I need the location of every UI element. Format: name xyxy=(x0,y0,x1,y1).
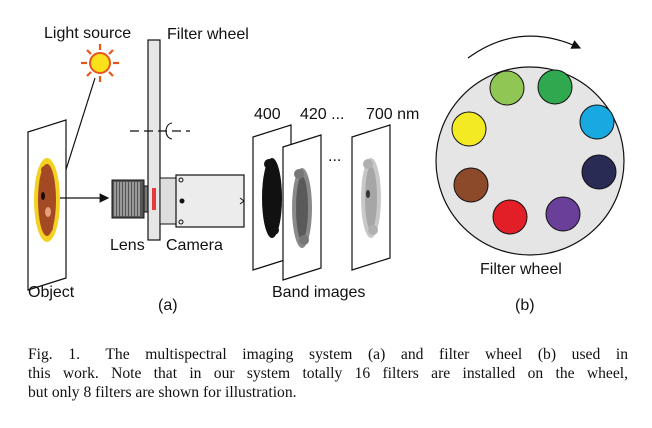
figure-caption: Fig. 1. The multispectral imaging system… xyxy=(28,345,628,402)
filter-slot-1 xyxy=(489,70,525,106)
filter-slot-5 xyxy=(545,196,581,232)
band-image-400 xyxy=(252,124,292,271)
caption-text-1: The multispectral imaging system (a) and… xyxy=(105,346,628,363)
caption-fig-number: Fig. 1. xyxy=(28,346,81,363)
panel-b-label: (b) xyxy=(515,297,535,314)
filter-slot-7 xyxy=(453,167,489,203)
light-source-label: Light source xyxy=(44,25,132,42)
sun-icon xyxy=(81,44,119,82)
caption-line-2: this work. Note that in our system total… xyxy=(28,365,628,382)
filter-slot-8 xyxy=(451,111,487,147)
bear-object-image xyxy=(34,158,60,242)
band-image-700 xyxy=(351,124,391,271)
object-label: Object xyxy=(28,284,75,301)
camera-icon xyxy=(159,174,245,228)
figure-drawing xyxy=(27,35,625,291)
caption-line-1: Fig. 1. The multispectral imaging system… xyxy=(28,345,628,364)
filter-wheel-top-label: Filter wheel xyxy=(167,26,249,43)
filter-slot-4 xyxy=(581,154,617,190)
lens-icon xyxy=(111,179,150,219)
band-700-label: 700 nm xyxy=(366,106,420,123)
camera-label: Camera xyxy=(166,237,223,254)
panel-a-label: (a) xyxy=(158,297,178,314)
band-dots-label: ... xyxy=(328,148,342,165)
rotation-direction-arrow xyxy=(467,35,582,59)
object-card xyxy=(27,119,67,291)
filter-slot-3 xyxy=(579,104,615,140)
lens-label: Lens xyxy=(110,237,145,254)
band-420-label: 420 ... xyxy=(300,106,345,123)
band-images-label: Band images xyxy=(272,284,366,301)
band-400-label: 400 xyxy=(254,106,281,123)
filter-wheel-b-label: Filter wheel xyxy=(480,261,562,278)
rotation-arrow-icon xyxy=(165,122,173,140)
filter-slot-2 xyxy=(537,69,573,105)
caption-line-3: but only 8 filters are shown for illustr… xyxy=(28,384,297,401)
band-image-420 xyxy=(282,134,322,281)
filter-slots xyxy=(451,69,617,235)
filter-slot-6 xyxy=(492,199,528,235)
filter-wheel-side xyxy=(147,39,161,241)
